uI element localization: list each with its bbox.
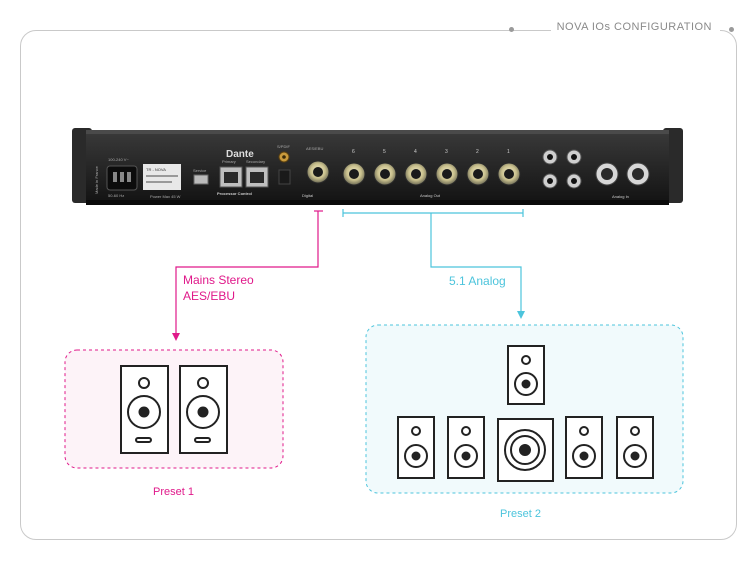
digital-text: Digital [302,193,313,198]
surround-speaker-right-outer [616,416,654,479]
analog-in-text: Analog In [612,194,629,199]
analog-out-connectors: 6 5 4 3 2 1 [342,149,521,186]
power-text: Power Max 45 W [150,194,181,199]
preset1-label: Preset 1 [153,486,194,498]
surround-speaker-left-outer [397,416,435,479]
aes-ebu-text: AES/EBU [306,146,323,151]
center-speaker [507,345,545,405]
analog-out-channel-label: 5 [383,149,386,155]
analog-out-channel-label: 4 [414,149,417,155]
spdif-text: S/PDIF [277,144,290,149]
front-speaker-right [565,416,603,479]
primary-text: Primary [222,159,236,164]
service-usb-port [193,174,209,185]
analog-out-text: Analog Out [420,193,441,198]
analog-out-channel-label: 2 [476,149,479,155]
preset2-label: Preset 2 [500,508,541,520]
diagram-title: NOVA IOs CONFIGURATION [550,21,720,33]
title-dot-left [509,27,514,32]
title-dot-right [729,27,734,32]
analog-out-channel-label: 3 [445,149,448,155]
analog-out-channel-label: 6 [352,149,355,155]
analog-out-xlr-center [504,169,514,179]
analog-arrow-head [517,311,525,319]
front-speaker-left [447,416,485,479]
analog-out-xlr-center [411,169,421,179]
processor-control-text: Processor Control [217,191,252,196]
analog-out-channel-label: 1 [507,149,510,155]
analog-out-xlr-center [473,169,483,179]
analog-route [342,209,525,319]
model-text: TR - NOVA [146,167,166,172]
analog-out-xlr-center [380,169,390,179]
preset2-box [365,324,684,494]
secondary-text: Secondary [246,159,265,164]
nova-device: 100-240 V~ 50-60 Hz Made in France TR - … [72,128,683,205]
diagram-frame [20,30,737,540]
voltage-text: 100-240 V~ [108,157,129,162]
analog-route-label: 5.1 Analog [449,274,506,288]
stereo-route-line1: Mains Stereo [183,273,254,287]
stereo-speaker-left [120,365,169,454]
stereo-route-line2: AES/EBU [183,289,236,303]
aux-port [278,169,291,185]
stereo-route [172,210,323,341]
service-text: Service [193,168,207,173]
preset1-box [64,349,284,469]
frequency-text: 50-60 Hz [108,193,124,198]
analog-out-xlr-center [349,169,359,179]
made-in-text: Made in France [94,165,99,194]
stereo-route-label: Mains Stereo AES/EBU [183,272,254,304]
stereo-arrow-head [172,333,180,341]
stereo-speaker-right [179,365,228,454]
dante-logo: Dante [226,149,254,160]
analog-out-xlr-center [442,169,452,179]
subwoofer [497,418,554,482]
analog-in-jacks [542,149,582,189]
